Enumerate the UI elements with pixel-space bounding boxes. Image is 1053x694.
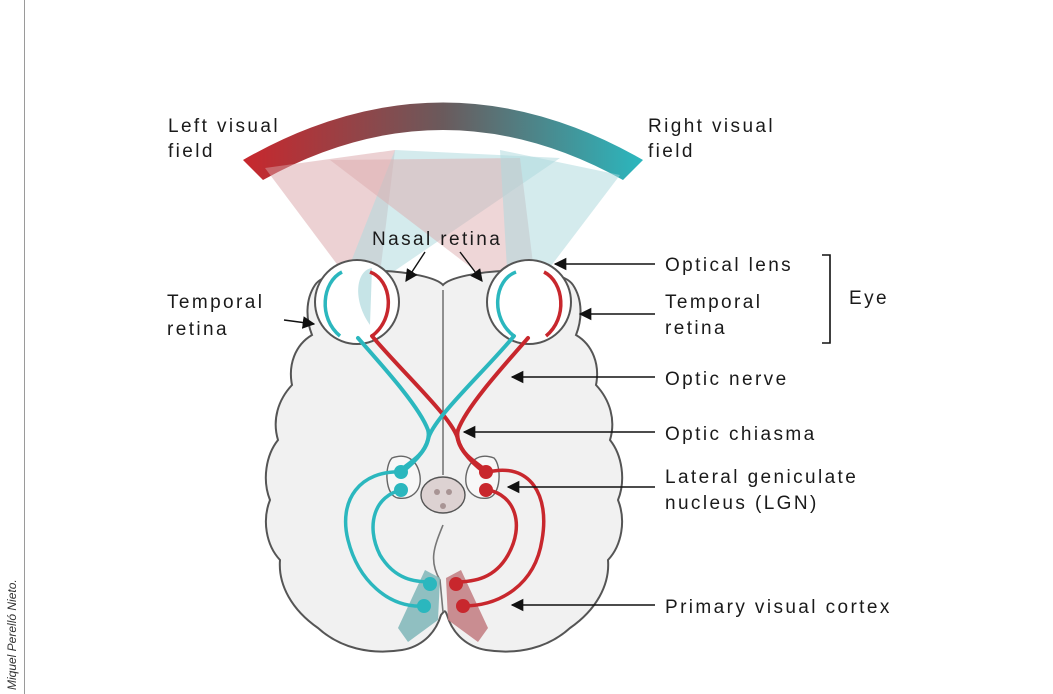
lgn-dot-red-1 — [479, 465, 493, 479]
label-eye: Eye — [849, 288, 889, 309]
cortex-dot-red-1 — [449, 577, 463, 591]
right-eye — [487, 260, 571, 344]
label-optic-chiasma: Optic chiasma — [665, 424, 817, 445]
label-lgn-2: nucleus (LGN) — [665, 493, 819, 514]
cortex-dot-teal-1 — [423, 577, 437, 591]
label-temporal-retina-left-2: retina — [167, 319, 229, 340]
eye-bracket — [822, 255, 830, 343]
label-temporal-retina-right-1: Temporal — [665, 292, 762, 313]
label-lgn-1: Lateral geniculate — [665, 467, 858, 488]
lgn-dot-red-2 — [479, 483, 493, 497]
label-right-visual-field-2: field — [648, 141, 695, 162]
label-temporal-retina-right-2: retina — [665, 318, 727, 339]
label-optical-lens: Optical lens — [665, 255, 793, 276]
label-nasal-retina: Nasal retina — [372, 229, 502, 250]
cortex-dot-red-2 — [456, 599, 470, 613]
lgn-dot-teal-1 — [394, 465, 408, 479]
brain-outline — [266, 271, 622, 652]
cortex-dot-teal-2 — [417, 599, 431, 613]
label-optic-nerve: Optic nerve — [665, 369, 789, 390]
midbrain-structure — [421, 477, 465, 513]
left-eye — [315, 260, 399, 344]
label-left-visual-field-1: Left visual — [168, 116, 280, 137]
label-right-visual-field-1: Right visual — [648, 116, 775, 137]
label-primary-visual-cortex: Primary visual cortex — [665, 597, 892, 618]
lgn-dot-teal-2 — [394, 483, 408, 497]
label-temporal-retina-left-1: Temporal — [167, 292, 264, 313]
label-left-visual-field-2: field — [168, 141, 215, 162]
image-credit: Miquel Perelló Nieto. — [5, 579, 19, 690]
